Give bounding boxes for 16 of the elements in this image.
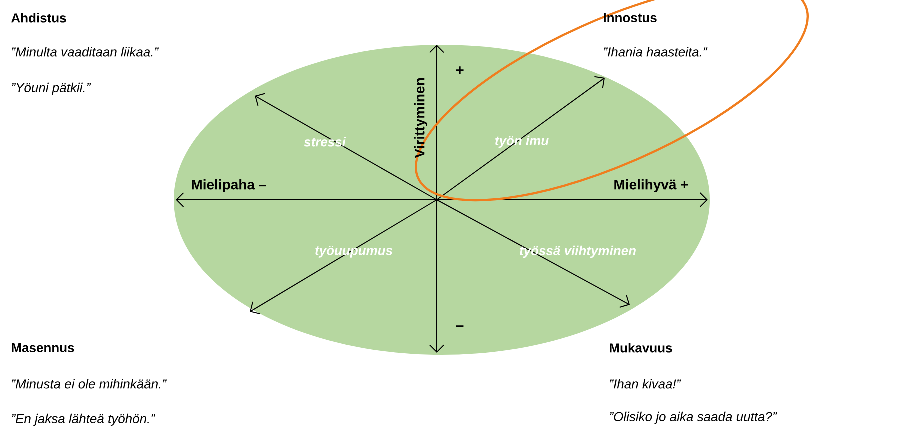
quote: ”Yöuni pätkii.”	[12, 82, 92, 96]
quote: ”Minusta ei ole mihinkään.”	[12, 379, 167, 389]
axis-label: Mielihyvä +	[614, 179, 688, 193]
quote: ”Ihania haasteita.”	[604, 47, 708, 57]
quote: ”Ihan kivaa!”	[610, 379, 682, 389]
heading: Masennus	[12, 343, 74, 353]
quote: ”En jaksa lähteä työhön.”	[12, 414, 156, 426]
heading: Mukavuus	[610, 343, 672, 353]
heading: Ahdistus	[12, 13, 66, 23]
axis-label: Mielipaha –	[192, 179, 266, 193]
axis-sign: +	[456, 66, 464, 74]
axis-label: Virittyminen	[414, 78, 428, 158]
heading: Innostus	[604, 13, 657, 23]
quote: ”Olisiko jo aika saada uutta?”	[610, 412, 778, 424]
axis-sign: –	[456, 326, 464, 328]
quote: ”Minulta vaaditaan liikaa.”	[12, 47, 160, 57]
